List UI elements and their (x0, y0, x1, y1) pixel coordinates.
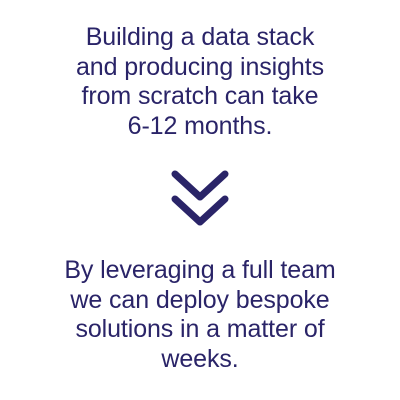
statement-problem-line: Building a data stack (85, 23, 315, 51)
statement-solution-line: we can deploy bespoke (70, 285, 330, 314)
statement-problem-line: and producing insights (76, 52, 324, 81)
statement-problem-line: 6-12 months. (127, 111, 273, 140)
double-chevron-down-icon (171, 170, 229, 226)
statement-solution-line: By leveraging a full team (64, 256, 336, 284)
statement-solution-line: weeks. (161, 344, 239, 373)
chevron-down-icon (171, 170, 229, 201)
statement-problem-line: from scratch can take (81, 82, 319, 110)
chevron-down-icon (171, 195, 229, 226)
statement-solution: By leveraging a full team we can deploy … (0, 256, 400, 374)
statement-solution-line: solutions in a matter of (75, 315, 325, 343)
statement-problem: Building a data stack and producing insi… (0, 23, 400, 141)
